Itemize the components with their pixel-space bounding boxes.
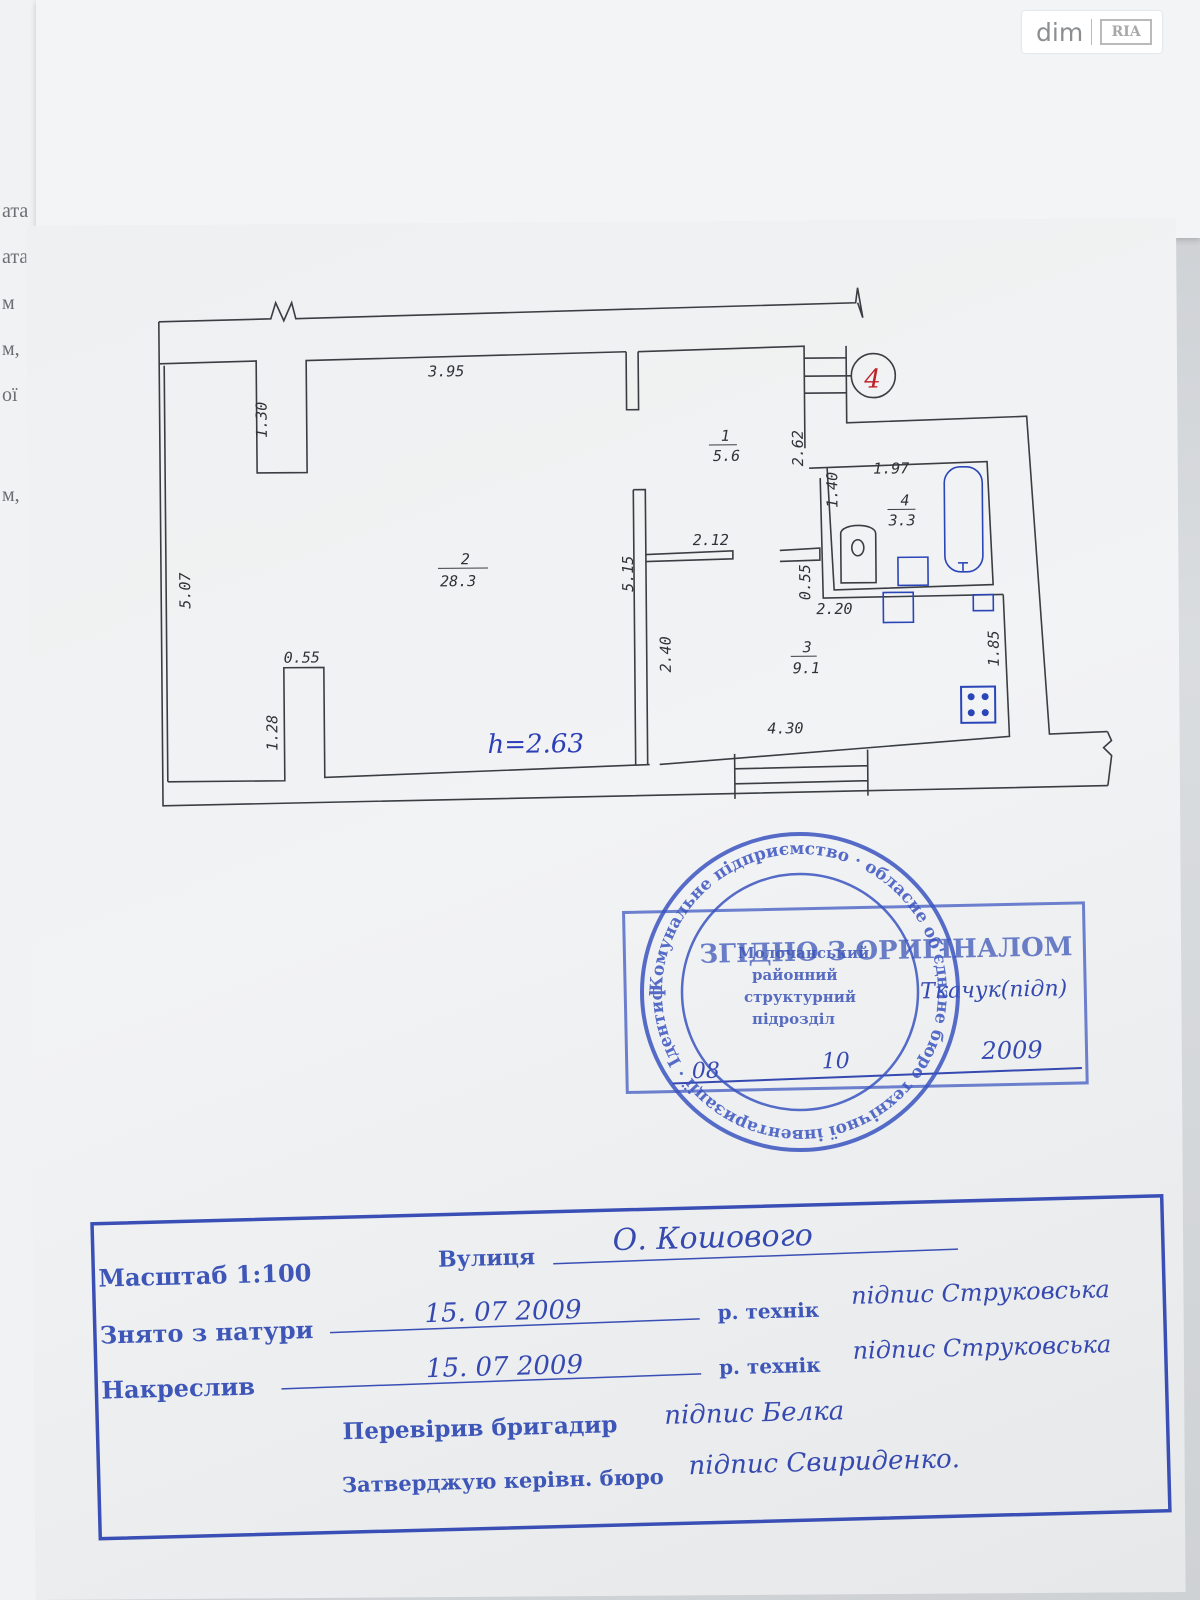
approval-stamp: ЗГІДНО З ОРИГІНАЛОМ Ткачук(підп) 08 10 2…: [622, 901, 1089, 1095]
checked-label: Перевірив бригадир: [342, 1411, 617, 1445]
balcony-door: [733, 749, 869, 799]
room-2-area: 28.3: [440, 572, 476, 590]
surveyed-date: 15. 07 2009: [424, 1295, 582, 1329]
drawn-label: Накреслив: [101, 1372, 255, 1405]
outer-wall-left-bottom: [158, 321, 1108, 807]
ria-logo-icon: RIA: [1100, 19, 1153, 45]
checked-signature: підпис Белка: [664, 1396, 845, 1431]
drawn-tech-label: р. технік: [719, 1353, 822, 1380]
partition-room1-room3: [645, 549, 734, 563]
title-block-stamp: Масштаб 1:100 Вулиця О. Кошового Знято з…: [90, 1193, 1172, 1541]
sink-icon: [897, 556, 929, 587]
partition-room2-right: [632, 489, 637, 765]
drawn-signature: підпис Струковська: [852, 1330, 1111, 1365]
dim-5-07: 5.07: [176, 572, 194, 608]
surveyed-label: Знято з натури: [100, 1315, 314, 1350]
dimria-watermark: dim RIA: [1022, 11, 1162, 53]
approval-date-month: 10: [821, 1049, 850, 1075]
watermark-brand: dim: [1036, 17, 1084, 47]
scale-label: Масштаб 1:100: [98, 1258, 312, 1293]
seal-center-line-3: структурний: [744, 988, 856, 1006]
stove-burners-icon: [967, 693, 989, 717]
room-1-number: 1: [721, 427, 730, 445]
inner-wall-room1-top: [638, 345, 847, 360]
room-4-area: 3.3: [887, 511, 915, 529]
inner-wall-room2-top: [159, 350, 627, 474]
dim-1-97: 1.97: [873, 459, 909, 477]
left-fragment: ої: [2, 384, 18, 406]
kitchen-right-wall: [659, 594, 1011, 766]
outer-wall-right: [845, 357, 1108, 735]
bathroom-inner: [819, 478, 1004, 599]
left-fragment: м: [2, 292, 15, 314]
dim-2-12: 2.12: [693, 531, 729, 549]
left-fragment: ата: [2, 246, 29, 268]
left-fragment: ата: [2, 200, 29, 222]
partition-room2-room3: [633, 488, 649, 765]
inner-wall-room2-left: [163, 365, 169, 782]
dim-2-62: 2.62: [789, 430, 807, 466]
dim-1-28: 1.28: [263, 715, 281, 751]
dim-0-55: 0.55: [284, 648, 320, 666]
room-4-number: 4: [900, 491, 909, 509]
room-1-area: 5.6: [713, 447, 740, 465]
drawn-date: 15. 07 2009: [426, 1350, 584, 1384]
left-fragment: м,: [2, 484, 20, 506]
left-fragment: м,: [2, 338, 20, 360]
surveyed-signature: підпис Струковська: [851, 1275, 1110, 1310]
seal-center-line-1: Молочанський: [738, 944, 869, 962]
round-seal: Комунальне підприємство · обласне об'єдн…: [0, 0, 960, 1152]
stove-icon: [960, 685, 997, 724]
seal-center-line-2: районний: [752, 966, 838, 984]
approved-signature: підпис Свириденко.: [688, 1444, 960, 1481]
seal-center-line-4: підрозділ: [752, 1010, 835, 1028]
bathroom-wall: [809, 460, 994, 591]
watermark-divider: [1091, 19, 1093, 45]
room-2-number: 2: [461, 550, 470, 568]
kitchen-sink-icon: [882, 591, 915, 624]
dim-4-30: 4.30: [767, 719, 803, 737]
dim-1-40: 1.40: [823, 472, 841, 508]
approved-label: Затверджую керівн. бюро: [342, 1464, 664, 1497]
approval-date-year: 2009: [980, 1036, 1043, 1065]
toilet-bowl-icon: [851, 538, 865, 557]
top-blank-sheet: [36, 0, 1200, 238]
dim-1-85: 1.85: [985, 630, 1003, 666]
room-marker-number: 4: [863, 365, 881, 395]
room-3-number: 3: [802, 638, 812, 656]
dim-5-15: 5.15: [619, 556, 637, 592]
dim-2-20: 2.20: [816, 600, 852, 618]
wall-room1-right: [803, 358, 806, 449]
surveyed-tech-label: р. технік: [717, 1298, 820, 1325]
bathtub-tap-icon: [957, 561, 968, 571]
outer-wall-top: [158, 287, 864, 323]
inner-wall-room2-bottom: [167, 666, 650, 783]
wall-stub-bath: [779, 547, 821, 563]
dim-2-40: 2.40: [657, 636, 675, 672]
room-3-area: 9.1: [793, 659, 820, 677]
street-label: Вулиця: [438, 1244, 536, 1273]
ceiling-height-note: h=2.63: [487, 729, 584, 760]
dim-3-95: 3.95: [427, 362, 464, 380]
break-mark-right: [1102, 731, 1113, 786]
toilet-icon: [839, 524, 877, 584]
bathtub-icon: [943, 465, 984, 573]
boiler-icon: [972, 593, 995, 612]
approval-signer: Ткачук(підп): [920, 976, 1067, 1004]
wall-stub-top: [625, 351, 640, 411]
street-value: О. Кошового: [612, 1218, 813, 1258]
dim-0-55-bath: 0.55: [796, 564, 814, 600]
dim-1-30: 1.30: [253, 402, 271, 438]
